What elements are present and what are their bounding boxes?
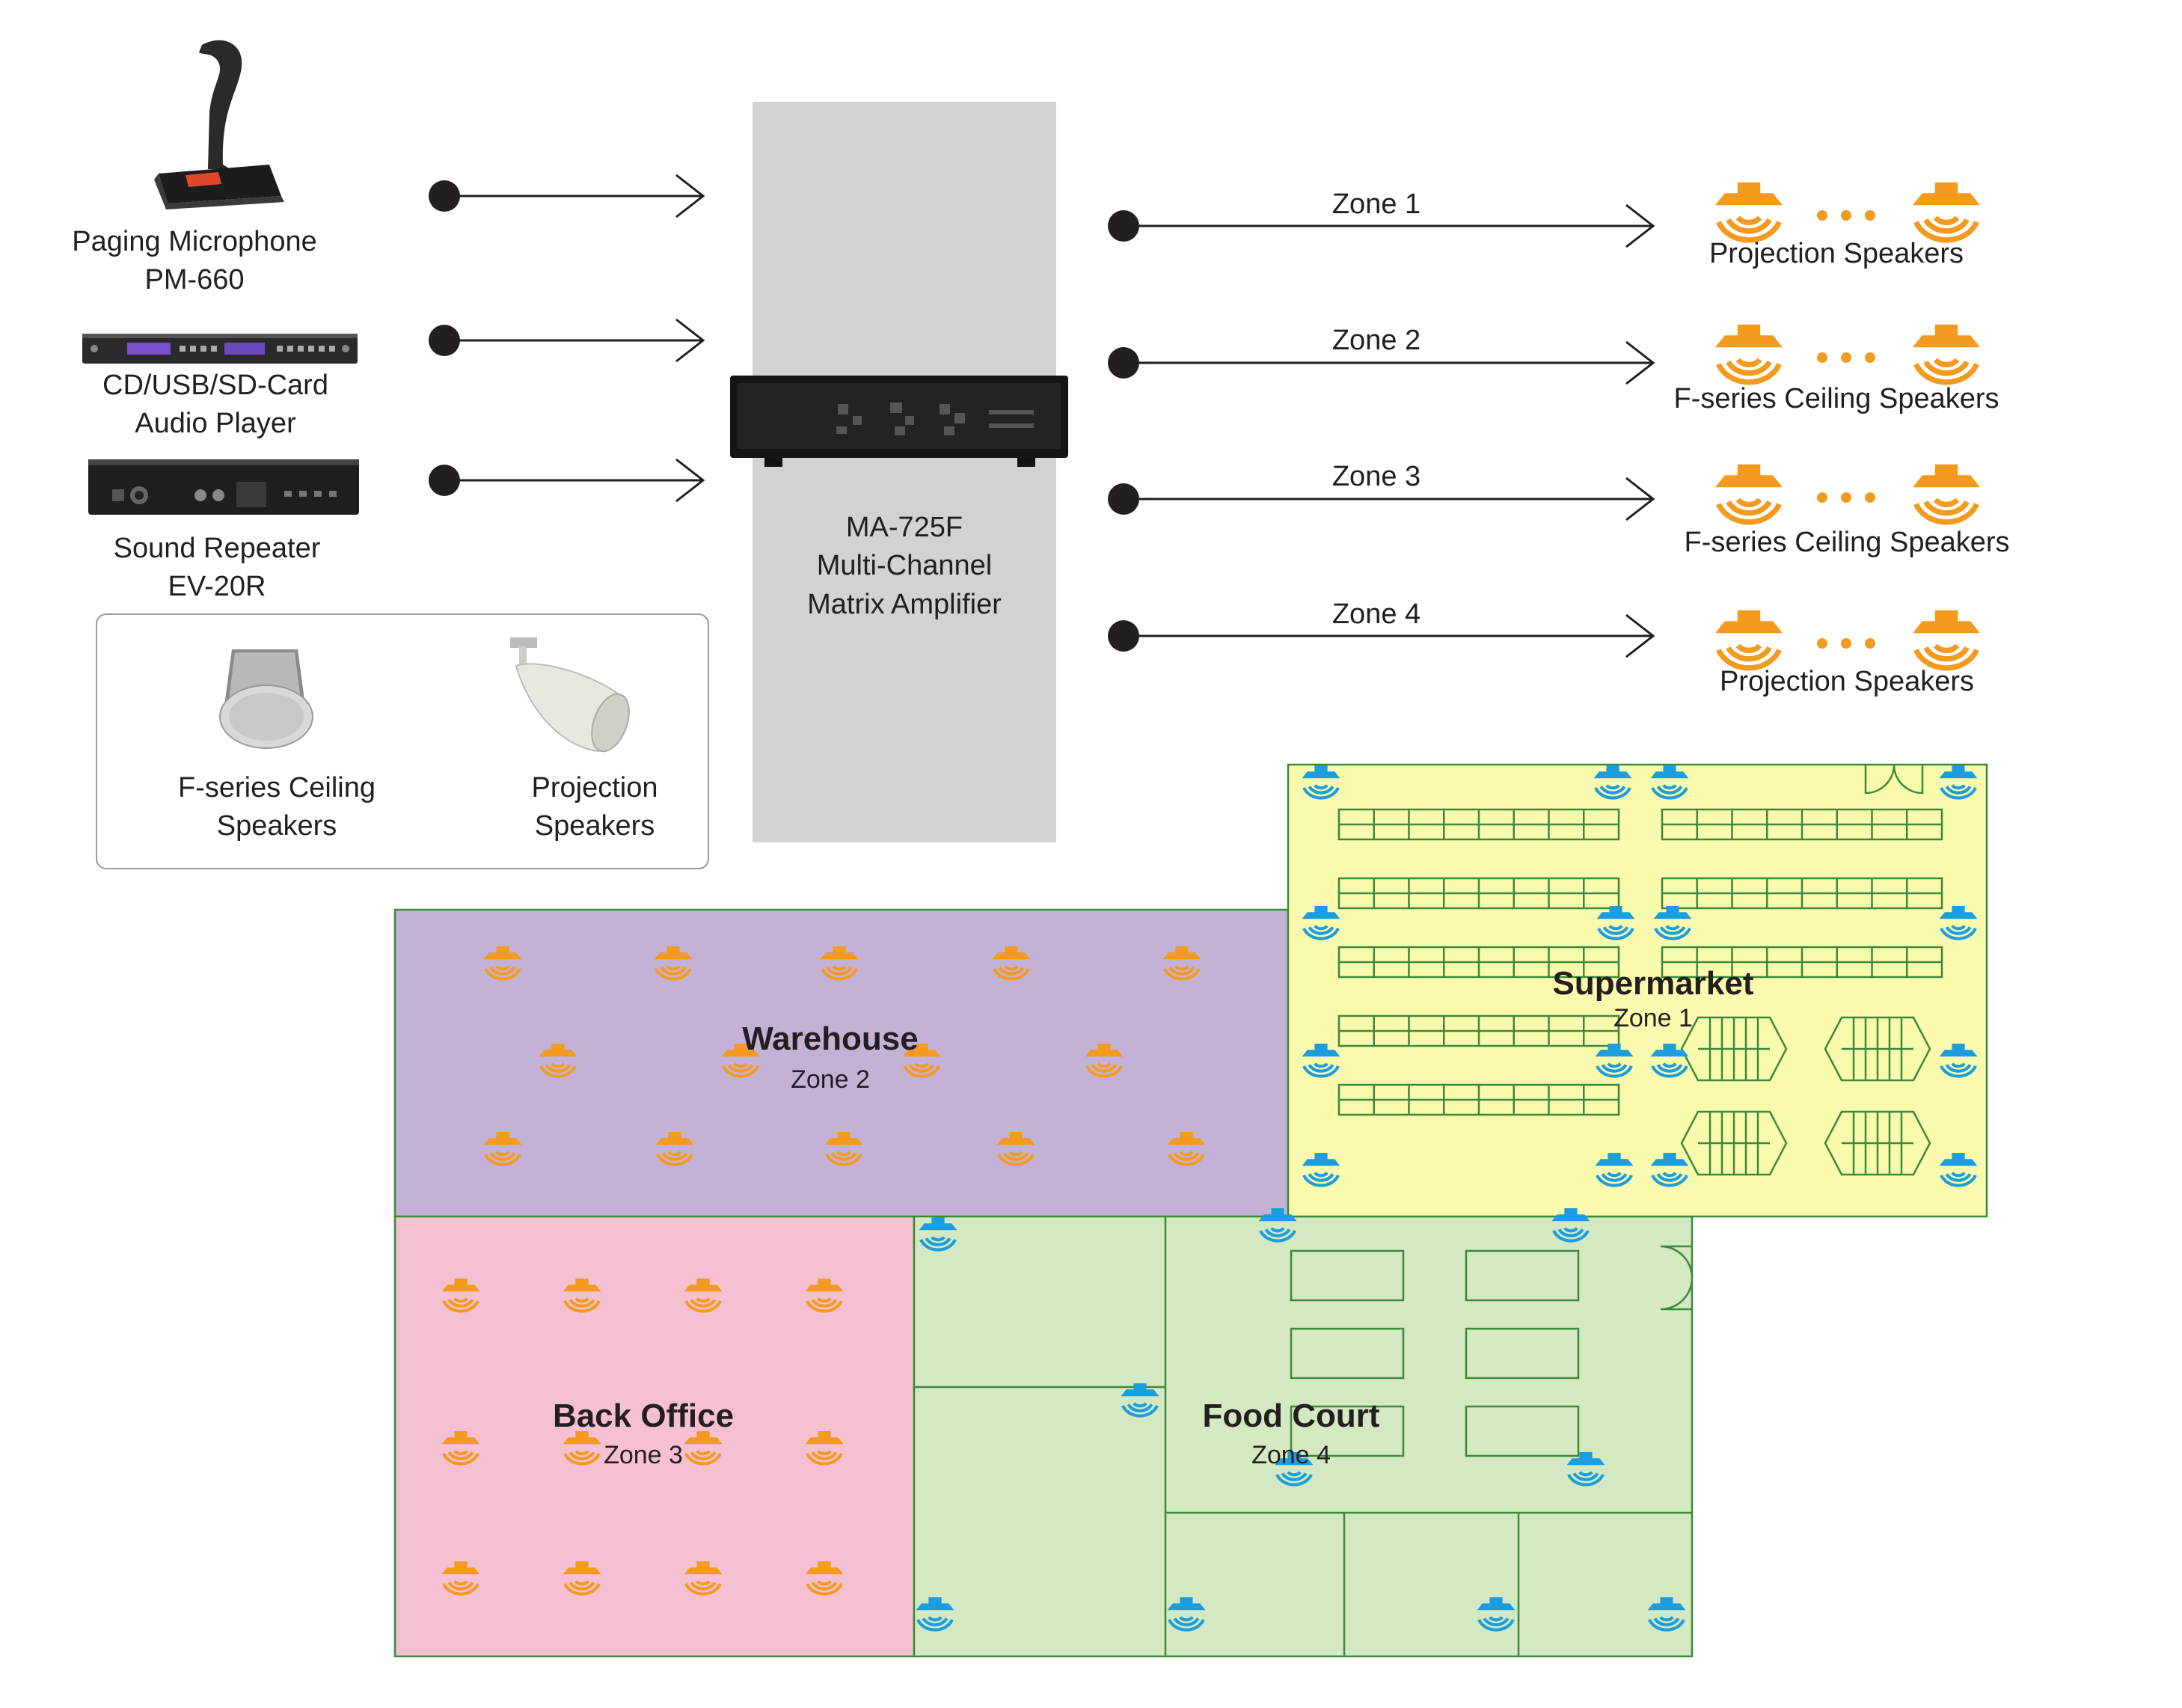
food-court-region bbox=[913, 1215, 1694, 1658]
output-speaker-icon bbox=[1914, 611, 1979, 668]
back-office-title: Back Office bbox=[552, 1398, 735, 1434]
output-dot-zone1 bbox=[1108, 210, 1139, 242]
zone2-label: Zone 2 bbox=[1331, 325, 1421, 356]
legend-ceiling-line2: Speakers bbox=[216, 810, 337, 842]
zone3-speaker-label: F-series Ceiling Speakers bbox=[1684, 527, 2010, 558]
output-dot-zone2 bbox=[1108, 347, 1139, 379]
ellipsis-dots bbox=[1817, 210, 1875, 649]
legend-projection-line2: Speakers bbox=[534, 810, 655, 842]
output-speaker-icon bbox=[1717, 325, 1782, 382]
warehouse-zone: Zone 2 bbox=[791, 1065, 870, 1094]
amplifier-panel bbox=[753, 102, 1056, 842]
zone4-label: Zone 4 bbox=[1331, 599, 1421, 630]
amplifier-device bbox=[730, 376, 1068, 467]
output-speaker-icon bbox=[1914, 183, 1979, 240]
input-dot-player bbox=[429, 325, 460, 356]
sound-repeater-icon bbox=[88, 459, 359, 515]
back-office-zone: Zone 3 bbox=[604, 1441, 683, 1469]
audio-player-icon bbox=[82, 334, 358, 364]
input-connections bbox=[444, 174, 705, 503]
player-label: CD/USB/SD-Card Audio Player bbox=[66, 367, 365, 444]
repeater-model: EV-20R bbox=[168, 571, 266, 603]
zone2-speaker-label: F-series Ceiling Speakers bbox=[1673, 383, 1999, 414]
food-court-zone: Zone 4 bbox=[1251, 1441, 1331, 1469]
zone1-speaker-label: Projection Speakers bbox=[1708, 238, 1964, 269]
output-speaker-icon bbox=[1914, 465, 1979, 522]
microphone-model: PM-660 bbox=[144, 264, 245, 296]
amplifier-desc-2: Matrix Amplifier bbox=[807, 588, 1002, 620]
amplifier-model: MA-725F bbox=[845, 512, 963, 543]
supermarket-title: Supermarket bbox=[1552, 965, 1754, 1002]
input-dot-microphone bbox=[429, 180, 460, 212]
microphone-name: Paging Microphone bbox=[72, 226, 317, 257]
supermarket-door bbox=[1864, 764, 1924, 795]
output-speaker-icon bbox=[1914, 325, 1979, 382]
zone4-speaker-label: Projection Speakers bbox=[1719, 666, 1975, 697]
repeater-label: Sound Repeater EV-20R bbox=[67, 530, 367, 607]
output-connections bbox=[1124, 203, 1655, 658]
legend-ceiling-label: F-series Ceiling Speakers bbox=[150, 769, 404, 846]
warehouse-title: Warehouse bbox=[742, 1020, 919, 1057]
output-speaker-icon bbox=[1717, 611, 1782, 668]
player-name: CD/USB/SD-Card bbox=[102, 370, 328, 401]
amplifier-desc-1: Multi-Channel bbox=[816, 550, 993, 582]
zone1-label: Zone 1 bbox=[1331, 189, 1421, 220]
supermarket-zone: Zone 1 bbox=[1613, 1004, 1693, 1032]
repeater-name: Sound Repeater bbox=[113, 533, 321, 564]
amplifier-label: MA-725F Multi-Channel Matrix Amplifier bbox=[753, 509, 1056, 624]
zone3-label: Zone 3 bbox=[1331, 461, 1421, 492]
food-court-walls bbox=[914, 1216, 1694, 1656]
input-dot-repeater bbox=[429, 465, 460, 496]
player-type: Audio Player bbox=[135, 408, 296, 440]
output-speaker-icon bbox=[1717, 465, 1782, 522]
legend-projection-line1: Projection bbox=[531, 772, 658, 804]
food-court-title: Food Court bbox=[1202, 1398, 1380, 1434]
supermarket-shelves bbox=[1337, 808, 1943, 1176]
floor-plan bbox=[393, 763, 1988, 1658]
microphone-label: Paging Microphone PM-660 bbox=[45, 223, 344, 300]
output-dot-zone4 bbox=[1108, 620, 1139, 652]
legend-ceiling-line1: F-series Ceiling bbox=[178, 772, 376, 804]
legend-projection-label: Projection Speakers bbox=[486, 769, 703, 846]
microphone-icon bbox=[154, 40, 284, 209]
output-speaker-icon bbox=[1717, 183, 1782, 240]
output-dot-zone3 bbox=[1108, 483, 1139, 515]
